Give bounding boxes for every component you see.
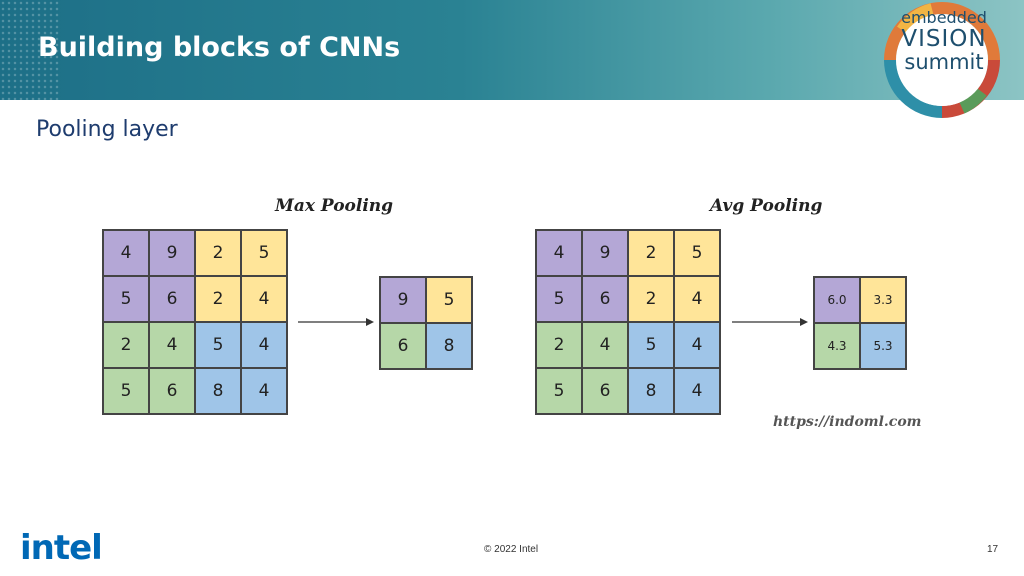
- grid-cell: 5: [536, 276, 582, 322]
- avg-pooling-title: Avg Pooling: [710, 196, 823, 216]
- grid-cell: 2: [195, 276, 241, 322]
- grid-cell: 5: [674, 230, 720, 276]
- avg-pooling-arrow-icon: [732, 318, 808, 326]
- max-pooling-arrow-icon: [298, 318, 374, 326]
- grid-cell: 2: [536, 322, 582, 368]
- grid-cell: 4: [674, 322, 720, 368]
- grid-cell: 8: [628, 368, 674, 414]
- slide-title: Building blocks of CNNs: [38, 32, 401, 63]
- grid-cell: 5: [103, 276, 149, 322]
- max-pooling-input-grid: 4 9 2 5 5 6 2 4 2 4 5 4 5 6 8 4: [102, 229, 288, 415]
- grid-cell: 9: [380, 277, 426, 323]
- source-credit: https://indoml.com: [773, 414, 922, 430]
- title-banner: [0, 0, 1024, 100]
- grid-cell: 4: [536, 230, 582, 276]
- grid-cell: 6: [149, 368, 195, 414]
- slide-subtitle: Pooling layer: [36, 117, 178, 142]
- grid-cell: 9: [582, 230, 628, 276]
- embedded-vision-summit-logo: [884, 2, 1000, 118]
- grid-cell: 4: [674, 276, 720, 322]
- grid-cell: 5: [241, 230, 287, 276]
- intel-logo: intel: [20, 528, 103, 568]
- grid-cell: 4: [241, 276, 287, 322]
- grid-cell: 9: [149, 230, 195, 276]
- grid-cell: 4: [674, 368, 720, 414]
- grid-cell: 4: [241, 368, 287, 414]
- grid-cell: 4: [241, 322, 287, 368]
- grid-cell: 2: [628, 276, 674, 322]
- grid-cell: 8: [195, 368, 241, 414]
- grid-cell: 4: [582, 322, 628, 368]
- page-number: 17: [987, 544, 999, 555]
- avg-pooling-output-grid: 6.0 3.3 4.3 5.3: [813, 276, 907, 370]
- badge-line-vision: VISION: [901, 26, 987, 52]
- grid-cell: 4: [103, 230, 149, 276]
- grid-cell: 6: [582, 368, 628, 414]
- max-pooling-output-grid: 9 5 6 8: [379, 276, 473, 370]
- badge-line-summit: summit: [904, 50, 984, 74]
- grid-cell: 6: [149, 276, 195, 322]
- summit-badge-text: embedded VISION summit: [888, 10, 1000, 73]
- max-pooling-title: Max Pooling: [275, 196, 394, 216]
- grid-cell: 6: [380, 323, 426, 369]
- grid-cell: 4.3: [814, 323, 860, 369]
- grid-cell: 5: [536, 368, 582, 414]
- badge-line-embedded: embedded: [901, 8, 987, 27]
- grid-cell: 6.0: [814, 277, 860, 323]
- grid-cell: 2: [103, 322, 149, 368]
- grid-cell: 2: [628, 230, 674, 276]
- grid-cell: 8: [426, 323, 472, 369]
- grid-cell: 5: [426, 277, 472, 323]
- copyright-text: © 2022 Intel: [484, 544, 539, 555]
- banner-dot-pattern: [0, 0, 60, 100]
- grid-cell: 2: [195, 230, 241, 276]
- grid-cell: 4: [149, 322, 195, 368]
- grid-cell: 5.3: [860, 323, 906, 369]
- grid-cell: 5: [195, 322, 241, 368]
- grid-cell: 6: [582, 276, 628, 322]
- grid-cell: 5: [103, 368, 149, 414]
- grid-cell: 5: [628, 322, 674, 368]
- grid-cell: 3.3: [860, 277, 906, 323]
- avg-pooling-input-grid: 4 9 2 5 5 6 2 4 2 4 5 4 5 6 8 4: [535, 229, 721, 415]
